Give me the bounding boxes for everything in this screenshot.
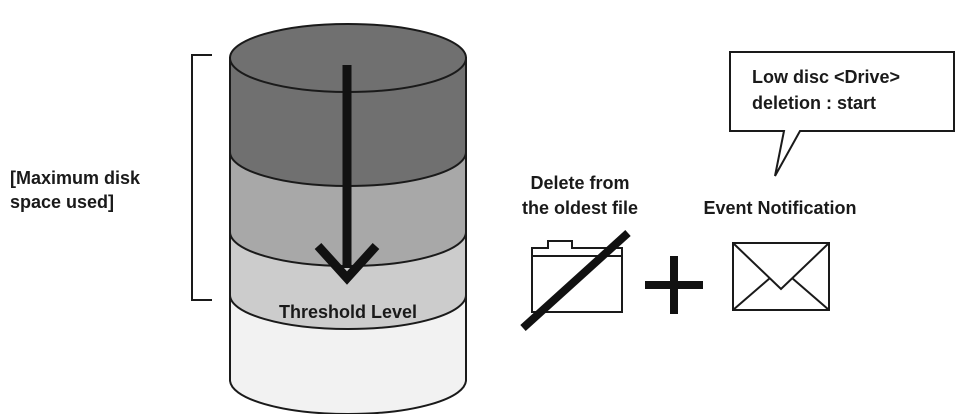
callout-line1: Low disc <Drive> [752, 67, 900, 87]
max-space-bracket [191, 54, 212, 301]
max-disk-label-line2: space used] [10, 192, 114, 212]
callout-bubble [729, 51, 955, 177]
delete-label-line2: the oldest file [522, 198, 638, 218]
max-disk-label-line1: [Maximum disk [10, 168, 141, 188]
envelope-icon [732, 242, 830, 311]
threshold-level-label: Threshold Level [279, 302, 417, 322]
event-notification-label: Event Notification [703, 198, 856, 218]
plus-icon [645, 256, 703, 314]
prohibited-slash-icon [520, 230, 631, 331]
down-arrow-icon [314, 65, 380, 285]
delete-label-line1: Delete from [530, 173, 629, 193]
callout-line2: deletion : start [752, 93, 876, 113]
